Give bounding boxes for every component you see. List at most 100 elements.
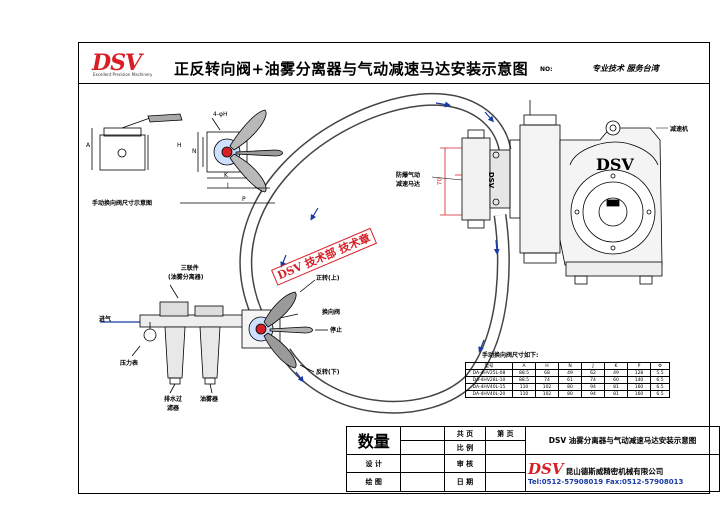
spec-cell: 80 xyxy=(558,390,582,398)
spec-table-title: 手动换向阀尺寸如下: xyxy=(482,352,539,359)
spec-cell: 110 xyxy=(512,390,536,398)
spec-cell: 49 xyxy=(604,369,628,377)
drain-filter-label: 排水过 滤器 xyxy=(164,394,182,412)
valve-caption: 手动换向阀尺寸示意图 xyxy=(92,200,153,207)
spec-cell: 68 xyxy=(535,369,559,377)
spec-cell: DA-4HV40L-20 xyxy=(465,390,513,398)
blank-cell xyxy=(484,440,527,455)
spec-cell: 80 xyxy=(558,383,582,391)
spec-cell: 62 xyxy=(581,369,605,377)
frl-title-line1: 三联件 xyxy=(180,265,199,272)
spec-cell: 74 xyxy=(581,376,605,384)
oil-cup-label: 油雾器 xyxy=(200,396,219,403)
blank-cell xyxy=(400,425,446,442)
spec-th: 型号 xyxy=(465,362,513,370)
spec-cell: 74 xyxy=(535,376,559,384)
block-drawing-title: DSV 油雾分离器与气动减速马达安装示意图 xyxy=(525,426,720,455)
spec-cell: 140 xyxy=(627,376,651,384)
motor-dimension: 70 xyxy=(436,177,444,186)
spec-cell: 49 xyxy=(558,369,582,377)
blank-cell xyxy=(400,453,446,474)
dim-label-n: N xyxy=(192,148,197,155)
spec-th: P xyxy=(627,362,651,370)
motor-label-line2: 减速马达 xyxy=(396,181,421,188)
dim-label-p: P xyxy=(242,196,246,203)
frl-title: 三联件 (油雾分离器) xyxy=(168,263,204,281)
spec-cell: 88.5 xyxy=(512,376,536,384)
spec-table-header: 型号 A H N J K P Φ xyxy=(465,362,670,370)
spec-cell: DA-4HV40L-15 xyxy=(465,383,513,391)
motor-label: 防爆气动 减速马达 xyxy=(396,170,420,188)
spec-cell: 81 xyxy=(604,390,628,398)
motor-label-line1: 防爆气动 xyxy=(396,172,421,179)
blank-cell xyxy=(484,453,527,474)
date-label: 日 期 xyxy=(444,472,486,492)
dim-label-hole: 4-φH xyxy=(213,111,228,118)
gearbox-label: 减速机 xyxy=(670,126,689,133)
logo-subtitle: Excellent Precision Machinery xyxy=(93,72,153,77)
leader-lines xyxy=(431,127,668,181)
title-block: 数量 共 页 第 页 DSV 油雾分离器与气动减速马达安装示意图 比 例 设 计… xyxy=(345,425,720,493)
spec-cell: 94 xyxy=(581,390,605,398)
page-no: 第 页 xyxy=(484,425,527,442)
company-cell: DSV 昆山德斯威精密机械有限公司 Tel:0512-57908019 Fax:… xyxy=(525,453,720,493)
spec-cell: 88.5 xyxy=(512,369,536,377)
dim-label-k: K xyxy=(224,172,228,179)
company-name: 昆山德斯威精密机械有限公司 xyxy=(565,466,664,476)
spec-cell: 110 xyxy=(512,383,536,391)
blank-cell xyxy=(484,472,527,492)
drawing-frame xyxy=(78,42,710,494)
spec-cell: 160 xyxy=(627,390,651,398)
spec-th: K xyxy=(604,362,628,370)
flow-arrows xyxy=(280,101,500,383)
spec-cell: 6.5 xyxy=(650,383,670,391)
header-no-label: NO: xyxy=(540,66,553,73)
valve-front-view xyxy=(180,109,283,204)
draw-label: 绘 图 xyxy=(345,472,402,492)
logo-text: DSV xyxy=(92,50,142,76)
dim-label-h: H xyxy=(177,142,182,149)
header-slogan: 专业技术 服务台湾 xyxy=(592,63,659,73)
blank-cell xyxy=(400,472,446,492)
spec-th: H xyxy=(535,362,559,370)
scale-label: 比 例 xyxy=(444,440,486,455)
gearbox xyxy=(519,100,663,285)
spec-cell: 102 xyxy=(535,390,559,398)
drawing-title: 正反转向阀+油雾分离器与气动减速马达安装示意图 xyxy=(174,60,529,78)
spec-cell: 61 xyxy=(558,376,582,384)
valve-side-view xyxy=(91,113,183,171)
spec-th: Φ xyxy=(650,362,670,370)
spec-th: A xyxy=(512,362,536,370)
directional-valve xyxy=(241,279,328,373)
spec-cell: 6.5 xyxy=(650,376,670,384)
stop-label: 停止 xyxy=(330,327,343,334)
quantity-label: 数量 xyxy=(345,426,402,455)
dim-label-j: J xyxy=(227,182,229,189)
air-motor xyxy=(440,129,521,229)
drain-line2: 滤器 xyxy=(167,405,180,412)
company-contact: Tel:0512-57908019 Fax:0512-57908013 xyxy=(528,477,684,486)
spec-cell: 5.5 xyxy=(650,369,670,377)
valve-label: 换向阀 xyxy=(322,309,341,316)
gearbox-brand: DSV xyxy=(596,155,634,174)
dim-label-a: A xyxy=(86,142,91,149)
company-logo: DSV xyxy=(528,459,564,478)
spec-cell: 102 xyxy=(535,383,559,391)
frl-title-line2: (油雾分离器) xyxy=(168,274,204,281)
frl-unit xyxy=(100,284,251,394)
spec-cell: DA-4HV25L-08 xyxy=(465,369,513,377)
header-rule xyxy=(78,83,710,84)
reverse-label: 反转(下) xyxy=(316,369,340,376)
air-in-label: 进气 xyxy=(99,316,112,323)
spec-th: N xyxy=(558,362,582,370)
blank-cell xyxy=(400,440,446,455)
drain-line1: 排水过 xyxy=(164,396,183,403)
spec-cell: 6.5 xyxy=(650,390,670,398)
dsv-logo: DSV xyxy=(92,50,142,76)
forward-label: 正转(上) xyxy=(316,275,340,282)
total-pages: 共 页 xyxy=(444,425,486,442)
spec-cell: 60 xyxy=(604,376,628,384)
